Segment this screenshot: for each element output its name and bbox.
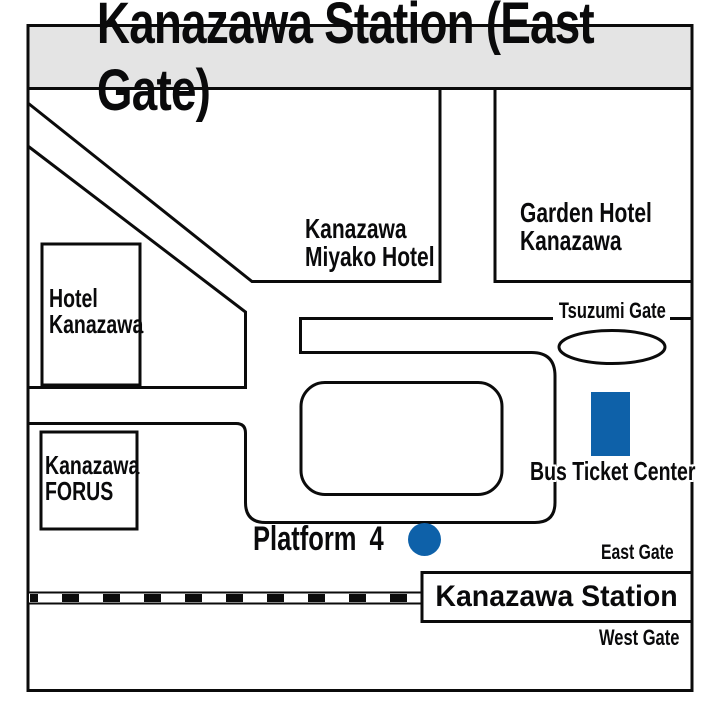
map-border: [26, 87, 694, 692]
road-diagonal-upper: [27, 88, 442, 283]
label-tsuzumi-gate: Tsuzumi Gate: [558, 298, 666, 323]
title-banner-box: [26, 24, 694, 90]
road-garden-block-edge: [493, 88, 692, 283]
label-bus-ticket-center: Bus Ticket Center: [530, 456, 696, 486]
tsuzumi-gate-oval: [557, 329, 667, 365]
title-banner: Kanazawa Station (East Gate): [27, 0, 693, 123]
label-miyako-hotel: Kanazawa Miyako Hotel: [305, 213, 435, 272]
label-forus: Kanazawa FORUS: [45, 450, 140, 506]
platform4-stop-marker: [408, 523, 441, 556]
label-garden-hotel: Garden Hotel Kanazawa: [520, 197, 652, 256]
forus-block: [39, 430, 139, 531]
label-platform4: Platform 4: [253, 520, 384, 558]
map-title: Kanazawa Station (East Gate): [96, 0, 595, 123]
rotary-island: [299, 381, 504, 496]
label-west-gate: West Gate: [599, 625, 680, 650]
rotary-loop-road: [28, 317, 557, 524]
label-east-gate: East Gate: [601, 541, 674, 564]
bus-ticket-center-marker: [591, 392, 630, 456]
label-kanazawa-station: Kanazawa Station: [435, 580, 679, 613]
hotel-kanazawa-block: [40, 242, 142, 387]
station-box: [420, 571, 694, 623]
road-diagonal-lower: [27, 145, 247, 389]
label-hotel-kanazawa: Hotel Kanazawa: [49, 283, 144, 339]
